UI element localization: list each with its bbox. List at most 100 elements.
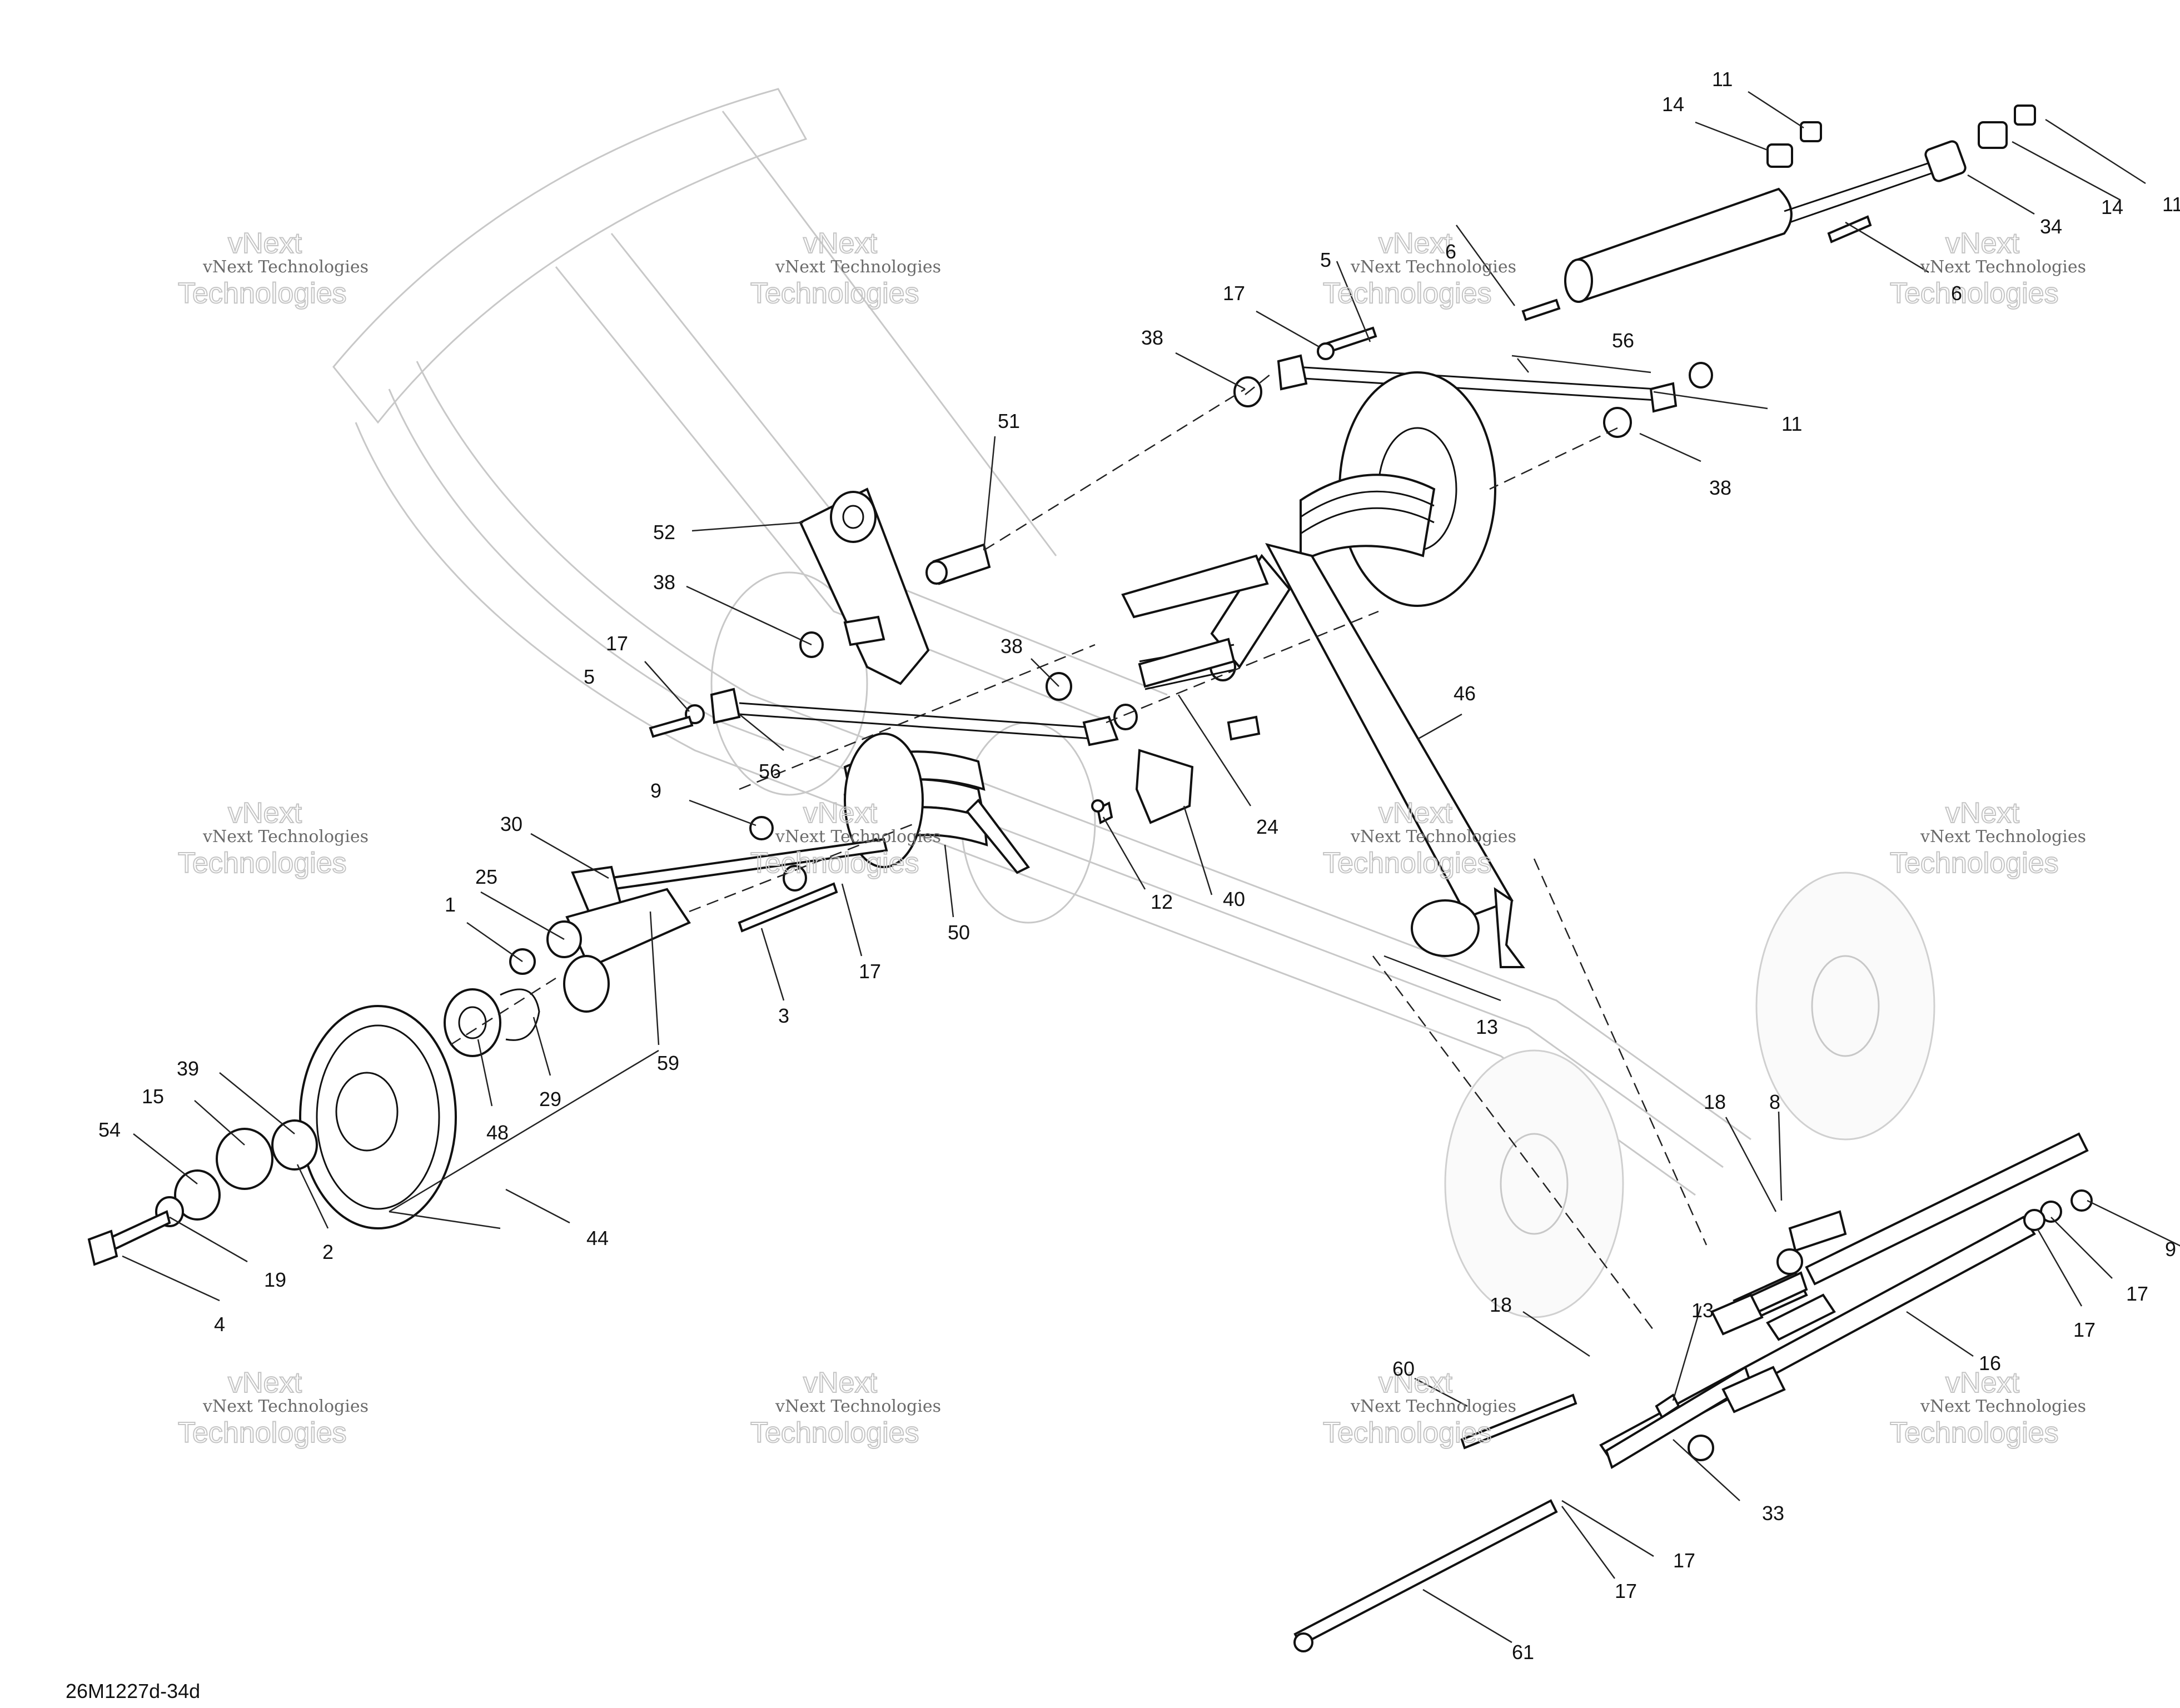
- watermark-big-line1: vNext: [803, 1367, 877, 1399]
- callout: 33: [1762, 1502, 1784, 1525]
- watermarks: vNext Technologies vNext Technologies vN…: [177, 227, 2086, 1450]
- watermark-small: vNext Technologies: [1920, 827, 2086, 846]
- callout: 5: [584, 665, 595, 688]
- callout: 6: [1445, 240, 1456, 263]
- callout: 11: [1781, 412, 1802, 435]
- callout: 51: [998, 410, 1020, 432]
- callout: 19: [264, 1268, 286, 1291]
- callout: 5: [1320, 248, 1331, 271]
- watermark-big-line2: Technologies: [1890, 847, 2059, 879]
- watermark-big-line2: Technologies: [1890, 277, 2059, 310]
- callout: 15: [142, 1085, 164, 1108]
- callout: 34: [2040, 215, 2062, 238]
- shock-absorber: [1521, 104, 2036, 321]
- watermark-big-line1: vNext: [1945, 1367, 2019, 1399]
- callout: 61: [1512, 1641, 1534, 1664]
- watermark-big-line2: Technologies: [750, 277, 919, 310]
- callout: 12: [1151, 890, 1173, 913]
- watermark-small: vNext Technologies: [1350, 827, 1516, 846]
- callout: 13: [1476, 1015, 1498, 1038]
- callout: 56: [759, 760, 781, 783]
- callout: 38: [1141, 326, 1163, 349]
- idler-wheel-assembly: [87, 865, 838, 1266]
- callout: 24: [1256, 815, 1278, 838]
- watermark-big-line2: Technologies: [1890, 1417, 2059, 1449]
- watermark-big-line2: Technologies: [178, 277, 347, 310]
- watermark-small: vNext Technologies: [775, 257, 941, 277]
- watermark-big-line1: vNext: [1378, 797, 1452, 829]
- watermark-small: vNext Technologies: [775, 1397, 941, 1416]
- callout: 18: [1704, 1090, 1726, 1113]
- watermark-big-line2: Technologies: [1323, 277, 1492, 310]
- watermark-big-line1: vNext: [1945, 227, 2019, 260]
- watermark-small: vNext Technologies: [1350, 257, 1516, 277]
- callout: 17: [606, 632, 628, 655]
- watermark-small: vNext Technologies: [202, 827, 369, 846]
- callout: 59: [657, 1052, 679, 1074]
- callout: 25: [475, 865, 497, 888]
- callout: 56: [1612, 329, 1634, 352]
- watermark-small: vNext Technologies: [775, 827, 941, 846]
- watermark-big-line2: Technologies: [178, 1417, 347, 1449]
- callout: 11: [1712, 68, 1733, 91]
- callout: 38: [1001, 635, 1023, 658]
- callout: 3: [778, 1004, 789, 1027]
- watermark-small: vNext Technologies: [1920, 257, 2086, 277]
- callout: 17: [859, 960, 881, 983]
- leader-lines: [122, 91, 2180, 1644]
- callout: 4: [214, 1313, 225, 1336]
- watermark-big-line1: vNext: [803, 797, 877, 829]
- ghost-rail-assembly: [332, 88, 1935, 1318]
- watermark-big-line1: vNext: [228, 1367, 302, 1399]
- callout: 13: [1691, 1299, 1714, 1322]
- callout: 46: [1454, 682, 1476, 705]
- watermark-small: vNext Technologies: [1350, 1397, 1516, 1416]
- rear-axle-bracket: [1293, 1132, 2093, 1652]
- callout: 8: [1769, 1090, 1780, 1113]
- callout: 17: [2073, 1318, 2096, 1341]
- callout: 29: [539, 1088, 561, 1111]
- watermark-big-line1: vNext: [1378, 227, 1452, 260]
- drawing-code: 26M1227d-34d: [66, 1680, 201, 1702]
- callout: 44: [586, 1227, 609, 1249]
- watermark-big-line1: vNext: [803, 227, 877, 260]
- callout: 11: [2162, 193, 2180, 216]
- callout: 17: [1615, 1580, 1637, 1602]
- watermark-small: vNext Technologies: [202, 1397, 369, 1416]
- callout: 60: [1392, 1357, 1415, 1380]
- watermark-big-line1: vNext: [228, 227, 302, 260]
- swing-arm: [1121, 371, 1525, 968]
- callout: 18: [1490, 1293, 1512, 1316]
- callout: 17: [2126, 1282, 2148, 1305]
- callout: 17: [1673, 1549, 1695, 1572]
- callout: 50: [948, 921, 970, 944]
- callout: 17: [1223, 282, 1245, 305]
- watermark-big-line2: Technologies: [1323, 847, 1492, 879]
- watermark-big-line2: Technologies: [750, 847, 919, 879]
- watermark-big-line2: Technologies: [750, 1417, 919, 1449]
- watermark-big-line2: Technologies: [1323, 1417, 1492, 1449]
- callout: 30: [500, 813, 522, 835]
- callout: 9: [650, 779, 661, 802]
- callout: 9: [2165, 1238, 2176, 1261]
- callout: 38: [1709, 476, 1731, 499]
- callout: 52: [653, 521, 675, 544]
- watermark-big-line2: Technologies: [178, 847, 347, 879]
- callouts: 11 14 14 11 34 6 6 5 17 38 56 11 38 51 5…: [98, 68, 2180, 1664]
- callout: 14: [2101, 196, 2123, 218]
- alignment-lines: [450, 372, 1708, 1334]
- callout: 6: [1951, 282, 1962, 305]
- callout: 39: [177, 1057, 199, 1080]
- watermark-big-line1: vNext: [228, 797, 302, 829]
- watermark-big-line1: vNext: [1378, 1367, 1452, 1399]
- watermark-big-line1: vNext: [1945, 797, 2019, 829]
- callout: 54: [98, 1118, 121, 1141]
- callout: 2: [322, 1241, 334, 1263]
- callout: 38: [653, 571, 675, 594]
- watermark-small: vNext Technologies: [202, 257, 369, 277]
- callout: 14: [1662, 93, 1684, 116]
- watermark-small: vNext Technologies: [1920, 1397, 2086, 1416]
- callout: 1: [445, 893, 456, 916]
- callout: 40: [1223, 888, 1245, 910]
